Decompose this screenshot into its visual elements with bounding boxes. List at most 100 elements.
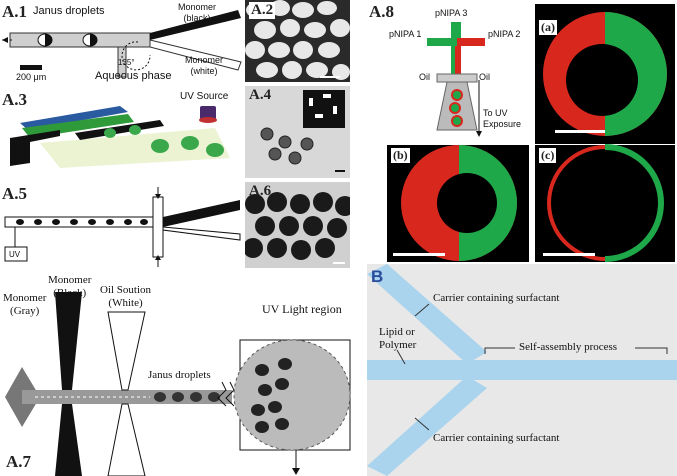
b-main-channel xyxy=(367,360,677,380)
a7-monomer-gray-label: Monomer (Gray) xyxy=(3,292,46,318)
a3-3d-diagram xyxy=(10,106,230,168)
a3-uv-beam xyxy=(40,128,230,168)
a8-sublabel-a: (a) xyxy=(539,20,557,35)
a1-black-branch xyxy=(150,10,241,40)
a1-main-channel xyxy=(9,32,151,48)
a5-uv-box xyxy=(4,246,28,262)
a7-monomer-black-line2: (Black) xyxy=(53,287,87,299)
a4-particles xyxy=(260,127,314,165)
a8-uv-label: To UV Exposure xyxy=(483,108,521,130)
panel-a5: A.5 UV xyxy=(0,182,243,270)
panel-tag-b: B xyxy=(371,267,384,286)
panel-b: B Carrier containing surfactant Carrier … xyxy=(367,264,677,476)
a8-droplets xyxy=(449,89,463,127)
b-bracket-left xyxy=(484,347,515,354)
a3-droplets xyxy=(104,125,224,157)
a1-channel-diagram xyxy=(2,10,242,78)
a8-pnipa1-label: pNIPA 1 xyxy=(389,29,422,39)
a8-oil-right-label: Oil xyxy=(479,72,490,82)
panel-tag-a4: A.4 xyxy=(249,87,272,103)
a5-droplets xyxy=(16,219,148,225)
panel-a6: A.6 xyxy=(245,182,350,268)
panel-tag-a6: A.6 xyxy=(249,183,272,199)
a5-channel-diagram xyxy=(4,187,241,267)
a7-monomer-gray-line2: (Gray) xyxy=(10,305,40,317)
a8-pnipa2-label: pNIPA 2 xyxy=(488,29,521,39)
b-lipid-pointer xyxy=(396,349,406,365)
a1-scale-label: 200 μm xyxy=(16,72,47,82)
a1-monomer-white-label: Monomer (white) xyxy=(185,55,223,77)
panel-a2: A.2 xyxy=(245,0,350,82)
a7-chamber-droplets xyxy=(251,358,292,433)
b-top-pointer xyxy=(414,303,430,317)
a7-oil-inlet-bottom xyxy=(107,403,146,476)
a7-monomer-gray-line1: Monomer xyxy=(3,292,47,304)
a7-oil-inlet-top xyxy=(107,311,146,391)
b-bracket-right xyxy=(635,347,668,354)
a5-black-inlet xyxy=(163,200,240,227)
a7-monomer-black-label: Monomer (Black) xyxy=(48,274,91,300)
b-carrier-bottom-label: Carrier containing surfactant xyxy=(433,432,560,444)
panel-a1: A.1 Janus droplets Monomer (black) Monom… xyxy=(0,0,243,85)
a1-monomer-black-line1: Monomer xyxy=(178,2,217,12)
panel-a8: A.8 pNIPA 1 pNIPA 2 pNIPA 3 Oil Oil To U… xyxy=(367,0,677,262)
a7-monomer-black-line1: Monomer xyxy=(48,274,92,286)
b-channel-diagram xyxy=(367,264,677,476)
a1-white-branch xyxy=(149,39,242,71)
a4-micrograph xyxy=(260,90,345,172)
panel-a7: A.7 Monomer (Gray) Monomer (Black) Oil S… xyxy=(0,272,362,476)
panel-tag-a8: A.8 xyxy=(369,2,395,21)
b-lipid-line1: Lipid or xyxy=(379,326,415,338)
a7-janus-label: Janus droplets xyxy=(148,369,211,381)
panel-tag-a2: A.2 xyxy=(249,2,276,19)
a1-angle-arc xyxy=(121,41,151,71)
b-lipid-label: Lipid or Polymer xyxy=(379,326,416,352)
a6-micrograph xyxy=(245,192,350,264)
panel-a4: A.4 xyxy=(245,86,350,178)
a1-aqueous-label: Aqueous phase xyxy=(95,70,172,82)
a5-cross-channel xyxy=(152,196,164,258)
a7-oil-line1: Oil Soution xyxy=(100,284,152,296)
a8-pnipa2-channel xyxy=(457,38,485,46)
b-bottom-carrier-channel xyxy=(367,376,487,476)
a3-blue-channel xyxy=(20,106,128,130)
a8-diagram xyxy=(387,4,675,262)
a8-sublabel-c: (c) xyxy=(539,148,557,163)
a7-uv-region-label: UV Light region xyxy=(262,302,342,316)
a7-black-inlet-top xyxy=(55,292,82,390)
a1-droplets xyxy=(37,33,98,47)
panel-tag-a5: A.5 xyxy=(2,184,28,203)
a8-sublabel-b: (b) xyxy=(391,148,410,163)
a7-channel-diagram xyxy=(5,292,351,476)
a8-pnipa1-channel xyxy=(427,38,455,46)
a7-uv-region xyxy=(233,339,351,451)
a7-oil-line2: (White) xyxy=(108,297,143,309)
a1-angle-label: 135° xyxy=(118,58,135,67)
b-carrier-top-label: Carrier containing surfactant xyxy=(433,292,560,304)
a3-uv-label: UV Source xyxy=(180,91,229,102)
panel-tag-a3: A.3 xyxy=(2,90,28,109)
a8-oil-left-label: Oil xyxy=(419,72,430,82)
a1-monomer-black-label: Monomer (black) xyxy=(178,2,216,24)
a5-uv-box-text: UV xyxy=(9,250,21,259)
a8-oil-channel xyxy=(436,73,478,83)
a1-monomer-black-line2: (black) xyxy=(183,13,211,23)
b-bottom-pointer xyxy=(414,417,430,431)
panel-tag-a7: A.7 xyxy=(6,452,32,471)
a1-scale-bar xyxy=(20,65,42,70)
a8-image-c xyxy=(535,145,675,262)
a3-uv-lamp xyxy=(200,106,216,120)
b-top-carrier-channel xyxy=(367,264,487,364)
panel-tag-a1: A.1 xyxy=(2,2,28,21)
panel-a3: A.3 UV Source xyxy=(0,88,243,178)
b-lipid-line2: Polymer xyxy=(379,339,417,351)
a1-monomer-white-line1: Monomer xyxy=(185,55,224,65)
a1-monomer-white-line2: (white) xyxy=(190,66,218,76)
a8-uv-line1: To UV xyxy=(483,108,508,118)
a8-pnipa3-label: pNIPA 3 xyxy=(435,8,468,18)
a7-droplets xyxy=(154,392,220,402)
a7-oil-label: Oil Soution (White) xyxy=(100,284,151,310)
a3-black-frame xyxy=(10,130,60,166)
a1-aqueous-channel xyxy=(117,46,127,78)
a1-droplets-label: Janus droplets xyxy=(33,5,105,17)
